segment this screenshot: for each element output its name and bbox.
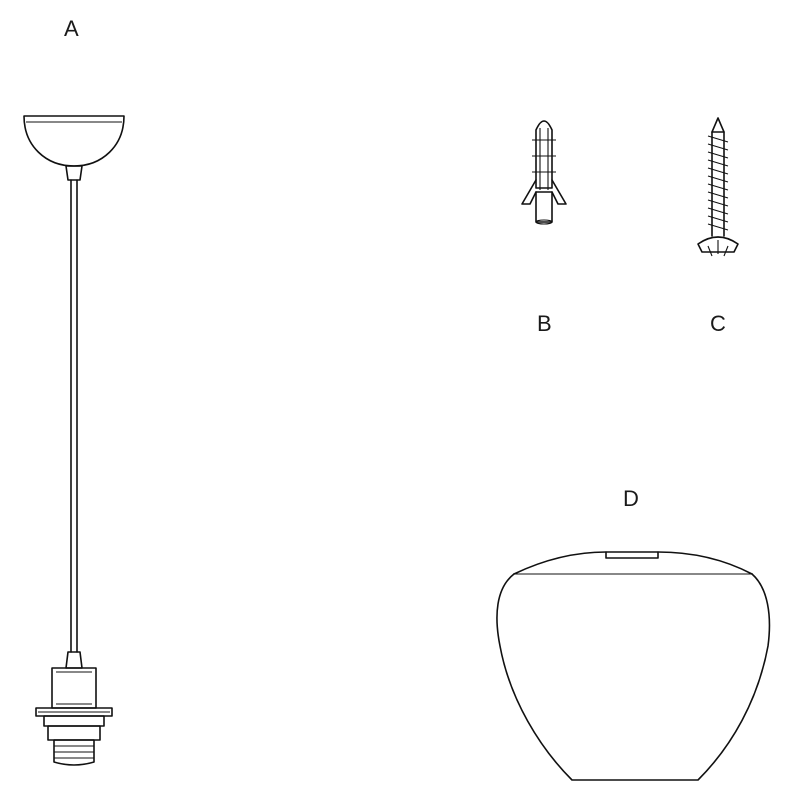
part-label-d: D (623, 486, 639, 511)
part-label-c: C (710, 311, 726, 336)
pendant-cord-set-icon (23, 115, 125, 766)
screw-icon (697, 117, 739, 257)
part-label-a: A (64, 16, 79, 41)
wall-plug-icon (521, 120, 567, 225)
part-label-b: B (537, 311, 552, 336)
glass-shade-icon (496, 551, 771, 781)
